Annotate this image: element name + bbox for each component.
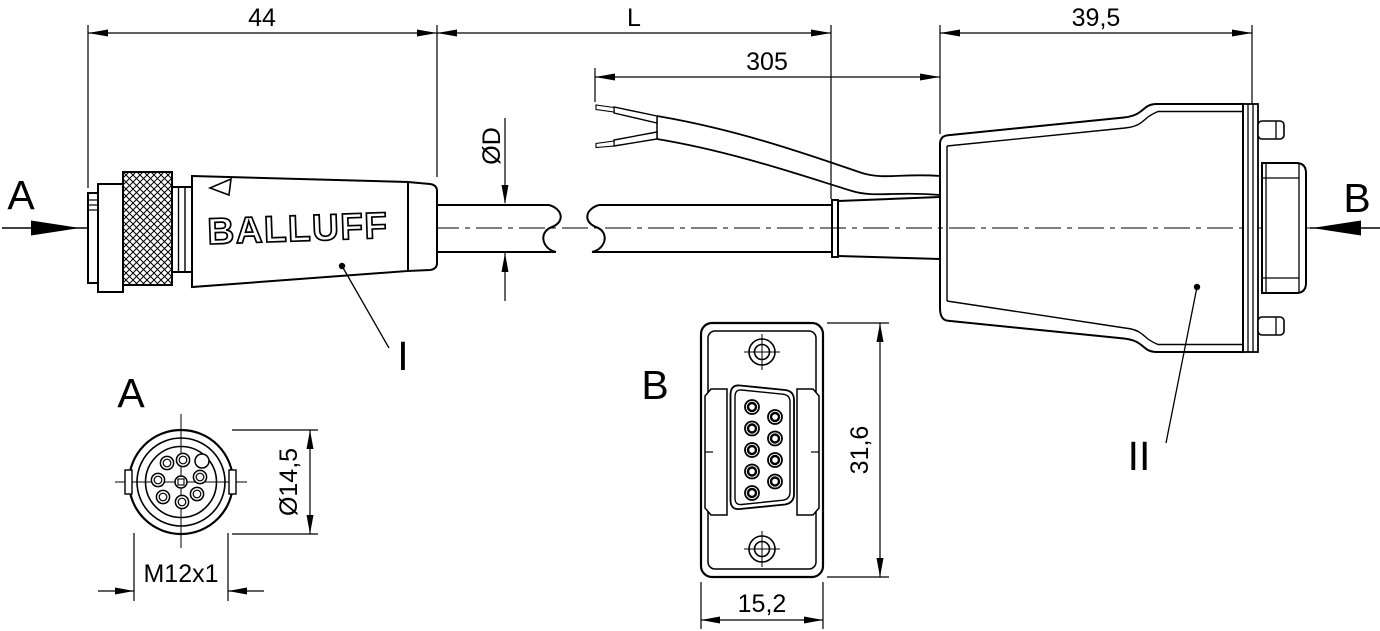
coupling-flat bbox=[124, 469, 133, 495]
callout-connector-b-label: II bbox=[1128, 433, 1151, 479]
view-b-title: B bbox=[641, 362, 668, 408]
wire-insulation bbox=[613, 131, 658, 147]
dim-cable-length bbox=[437, 29, 831, 37]
side-rail bbox=[796, 388, 820, 516]
end-b-pointer bbox=[1310, 220, 1380, 236]
thumbscrew-top bbox=[1257, 120, 1285, 140]
orientation-triangle-icon bbox=[207, 177, 232, 197]
dim-view-b-height bbox=[827, 322, 889, 578]
dim-label-view-a-thread: M12x1 bbox=[143, 560, 218, 588]
screw-hole-top bbox=[744, 334, 780, 370]
callout-connector-a-label: I bbox=[397, 333, 408, 379]
breakout-wires bbox=[595, 104, 941, 196]
keying-notch bbox=[194, 453, 210, 469]
dim-44 bbox=[88, 29, 437, 37]
connector-b-side-view bbox=[939, 103, 1307, 353]
side-rail bbox=[704, 388, 728, 516]
cable bbox=[437, 196, 941, 260]
end-a-pointer bbox=[2, 220, 88, 236]
cable-boot bbox=[837, 196, 941, 260]
dim-hood-length bbox=[940, 29, 1252, 37]
dim-label-44: 44 bbox=[248, 4, 276, 32]
dim-view-a-thread bbox=[98, 533, 264, 601]
end-b-label: B bbox=[1343, 175, 1370, 221]
view-b-dsub-face bbox=[699, 321, 889, 629]
dim-cable-diameter bbox=[501, 118, 509, 301]
m12-pins bbox=[150, 452, 210, 510]
dim-label-hood-length: 39,5 bbox=[1072, 4, 1121, 32]
wire-bare-end bbox=[595, 104, 615, 113]
hood-outline bbox=[939, 103, 1244, 353]
dim-label-cable-diameter: ØD bbox=[478, 127, 506, 165]
thumbscrew-bottom bbox=[1257, 316, 1285, 336]
coupling-flat bbox=[228, 469, 237, 495]
callout-connector-a bbox=[338, 262, 390, 349]
top-dimensions bbox=[87, 25, 1253, 199]
dsub-face-block bbox=[1261, 162, 1307, 294]
wire-insulation bbox=[613, 106, 658, 124]
cable-break-icon bbox=[542, 204, 562, 253]
view-a-m12-face bbox=[98, 414, 318, 601]
end-a-arrow-icon bbox=[31, 220, 80, 236]
dim-label-breakout-length: 305 bbox=[746, 48, 788, 76]
dim-label-view-b-width: 15,2 bbox=[738, 590, 787, 618]
balluff-logo: BALLUFF bbox=[207, 205, 389, 252]
end-b-arrow-icon bbox=[1312, 220, 1361, 236]
dim-label-cable-length: L bbox=[627, 4, 641, 32]
view-a-title: A bbox=[117, 370, 145, 416]
dim-breakout-length bbox=[595, 73, 940, 81]
dim-view-a-diameter bbox=[232, 429, 318, 535]
dim-label-view-b-height: 31,6 bbox=[846, 426, 874, 475]
dim-label-view-a-diameter: Ø14,5 bbox=[275, 448, 303, 516]
screw-hole-bottom bbox=[744, 531, 780, 567]
dsub-sockets bbox=[744, 399, 783, 501]
connector-a-side-view bbox=[87, 171, 438, 293]
end-a-label: A bbox=[7, 172, 35, 218]
cable-break-icon bbox=[586, 204, 606, 253]
dim-view-b-width bbox=[700, 582, 824, 629]
wire-bare-end bbox=[595, 140, 615, 149]
dsub-insert bbox=[729, 384, 795, 510]
callout-connector-b bbox=[1165, 283, 1201, 444]
knurled-nut bbox=[122, 171, 173, 286]
